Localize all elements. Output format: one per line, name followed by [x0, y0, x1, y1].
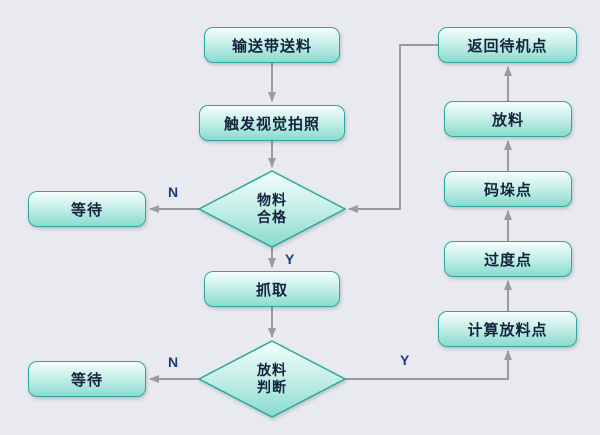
node-drop-label: 放料	[491, 111, 524, 129]
node-wait1-label: 等待	[70, 201, 103, 219]
node-check-shape	[197, 170, 347, 248]
node-return: 返回待机点	[438, 27, 577, 63]
branch-label-judge-no: N	[168, 354, 179, 370]
node-feed: 输送带送料	[204, 27, 340, 63]
node-calc: 计算放料点	[438, 311, 577, 347]
node-wait2: 等待	[28, 361, 146, 397]
node-return-label: 返回待机点	[467, 37, 548, 55]
node-wait1: 等待	[28, 191, 146, 227]
node-wait2-label: 等待	[70, 371, 103, 389]
node-photo: 触发视觉拍照	[199, 105, 345, 141]
node-stack-label: 码垛点	[483, 181, 532, 199]
branch-label-check-no: N	[168, 184, 179, 200]
edge-return-check	[348, 44, 438, 213]
branch-label-check-yes: Y	[285, 251, 295, 267]
node-feed-label: 输送带送料	[231, 37, 312, 55]
node-drop: 放料	[444, 101, 572, 137]
branch-label-judge-yes: Y	[400, 352, 410, 368]
node-transit-label: 过度点	[483, 251, 532, 269]
node-grab-label: 抓取	[255, 281, 288, 299]
node-grab: 抓取	[204, 271, 340, 307]
node-calc-label: 计算放料点	[467, 321, 548, 339]
node-transit: 过度点	[444, 241, 572, 277]
node-judge-shape	[197, 340, 347, 418]
node-photo-label: 触发视觉拍照	[223, 115, 320, 133]
node-stack: 码垛点	[444, 171, 572, 207]
edge-judge-calc	[345, 350, 512, 380]
